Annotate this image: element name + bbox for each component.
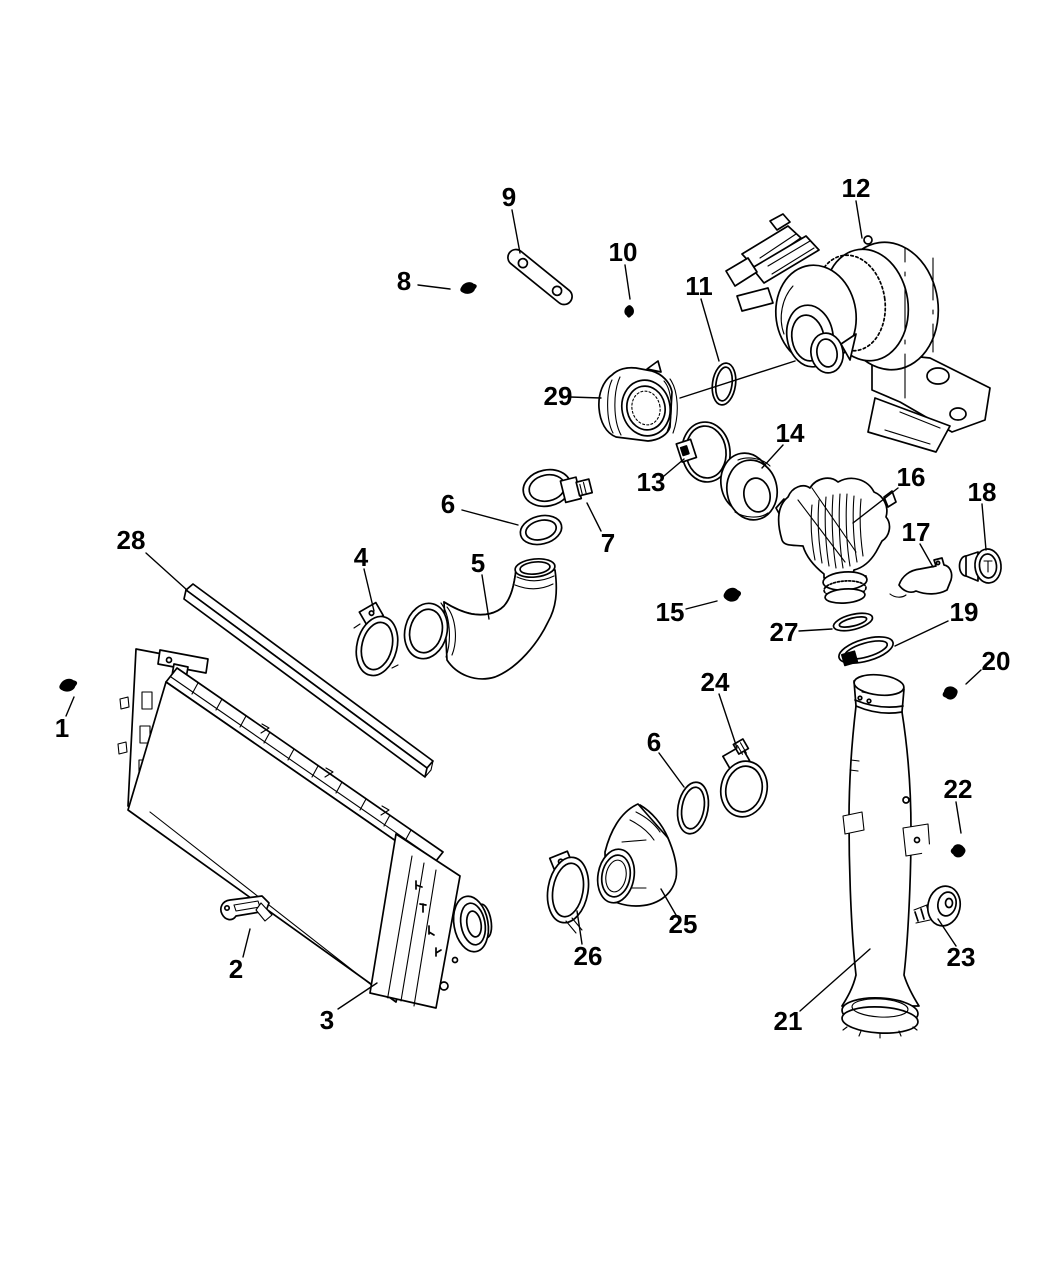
part-14-seal-sleeve bbox=[719, 452, 779, 521]
part-24-hose-clamp bbox=[719, 738, 769, 818]
callout-11: 11 bbox=[685, 271, 713, 301]
callout-14: 14 bbox=[776, 418, 805, 448]
part-7-hose-clamp bbox=[522, 468, 594, 508]
callout-27: 27 bbox=[770, 617, 799, 647]
callout-26: 26 bbox=[574, 941, 603, 971]
callout-20: 20 bbox=[982, 646, 1011, 676]
part-16-intake-duct-resonator bbox=[775, 477, 897, 604]
part-17-support-bracket bbox=[889, 557, 953, 598]
part-25-elbow-duct bbox=[596, 803, 678, 907]
part-1-mounting-bolt bbox=[50, 656, 117, 705]
callout-25: 25 bbox=[669, 909, 698, 939]
callout-29: 29 bbox=[544, 381, 573, 411]
callout-3: 3 bbox=[320, 1005, 334, 1035]
part-13-hose-clamp bbox=[675, 421, 731, 483]
part-6-o-ring-lower bbox=[676, 781, 710, 835]
part-15-bolt bbox=[715, 569, 779, 615]
callout-6b: 6 bbox=[647, 727, 661, 757]
part-20-bolt bbox=[908, 673, 967, 721]
callout-labels: 1 2 3 4 5 6 6 7 8 9 10 11 12 13 14 15 16… bbox=[55, 173, 1011, 1036]
part-28-seal-strip bbox=[183, 583, 434, 778]
part-27-gasket-seal bbox=[832, 612, 874, 632]
leader-lines bbox=[65, 200, 987, 1012]
callout-24: 24 bbox=[701, 667, 730, 697]
part-21-charge-air-pipe bbox=[841, 673, 931, 1039]
part-29-air-intake-duct bbox=[598, 360, 678, 442]
part-12-turbocharger bbox=[725, 213, 991, 453]
part-3-charge-air-cooler bbox=[117, 648, 493, 1009]
part-10-stud-bolt bbox=[615, 300, 642, 343]
callout-21: 21 bbox=[774, 1006, 803, 1036]
callout-9: 9 bbox=[502, 182, 516, 212]
callout-10: 10 bbox=[609, 237, 638, 267]
part-18-cap-plug bbox=[958, 548, 1002, 584]
callout-28: 28 bbox=[117, 525, 146, 555]
callout-22: 22 bbox=[944, 774, 973, 804]
part-9-support-strap bbox=[507, 248, 573, 306]
part-23-washer-bolt bbox=[913, 885, 962, 927]
callout-4: 4 bbox=[354, 542, 369, 572]
part-2-retainer-clip bbox=[220, 895, 273, 922]
callout-2: 2 bbox=[229, 954, 243, 984]
callout-19: 19 bbox=[950, 597, 979, 627]
part-26-hose-clamp bbox=[546, 850, 590, 934]
callout-17: 17 bbox=[902, 517, 931, 547]
callout-16: 16 bbox=[897, 462, 926, 492]
part-6-o-ring-upper bbox=[519, 514, 563, 546]
part-8-bolt bbox=[452, 262, 513, 306]
part-4-hose-clamp bbox=[353, 601, 399, 677]
callout-1: 1 bbox=[55, 713, 69, 743]
callout-6a: 6 bbox=[441, 489, 455, 519]
callout-15: 15 bbox=[656, 597, 685, 627]
part-19-band-clamp bbox=[838, 636, 894, 667]
callout-5: 5 bbox=[471, 548, 485, 578]
callout-23: 23 bbox=[947, 942, 976, 972]
callout-7: 7 bbox=[601, 528, 615, 558]
callout-12: 12 bbox=[842, 173, 871, 203]
callout-13: 13 bbox=[637, 467, 666, 497]
callout-18: 18 bbox=[968, 477, 997, 507]
part-5-air-hose-elbow bbox=[403, 557, 558, 680]
callout-8: 8 bbox=[397, 266, 411, 296]
